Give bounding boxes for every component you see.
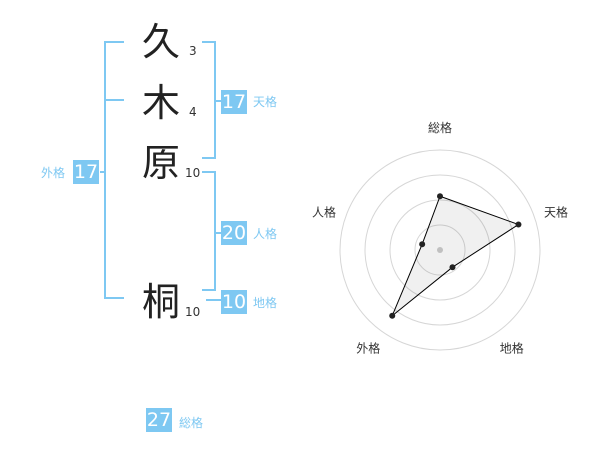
radar-ring	[339, 149, 541, 351]
gaikaku-label: 外格	[41, 166, 66, 180]
radar-axis-label: 天格	[544, 204, 568, 219]
radar-axis-label: 外格	[356, 341, 380, 356]
tenkaku-label: 天格	[253, 95, 278, 109]
soukaku-label: 総格	[179, 416, 204, 430]
radar-point	[449, 264, 456, 271]
radar-axis-label: 総格	[428, 120, 452, 135]
gaikaku-value: 17	[73, 160, 99, 184]
radar-axis-label: 人格	[312, 204, 336, 219]
jinkaku-tick	[214, 232, 222, 234]
chikaku-label: 地格	[253, 296, 278, 310]
name-char-4: 桐	[142, 280, 181, 324]
radar-point	[515, 221, 522, 228]
radar-point	[419, 241, 426, 248]
radar-ring	[414, 224, 466, 276]
jinkaku-label: 人格	[253, 227, 278, 241]
radar-ring	[389, 199, 491, 301]
radar-series-polygon	[391, 195, 520, 317]
tenkaku-tick	[214, 100, 222, 102]
name-char-3: 原	[142, 141, 181, 185]
tenkaku-value: 17	[221, 90, 247, 114]
chikaku-value: 10	[221, 290, 247, 314]
stroke-count-1: 3	[189, 44, 197, 58]
gaikaku-tick	[100, 171, 106, 173]
stroke-count-3: 10	[185, 166, 201, 180]
gaikaku-tick	[104, 99, 124, 101]
radar-point	[389, 312, 396, 319]
jinkaku-value: 20	[221, 221, 247, 245]
stroke-count-2: 4	[189, 105, 197, 119]
radar-point	[437, 193, 443, 200]
name-char-1: 久	[142, 20, 181, 64]
stroke-count-4: 10	[185, 305, 201, 319]
radar-center-dot	[437, 247, 443, 253]
radar-axis-label: 地格	[500, 341, 524, 356]
radar-ring	[364, 174, 516, 326]
jinkaku-bracket	[202, 171, 216, 291]
soukaku-value: 27	[146, 408, 172, 432]
gaikaku-bracket	[104, 41, 124, 299]
chikaku-tick	[206, 299, 222, 301]
name-char-2: 木	[142, 81, 181, 125]
